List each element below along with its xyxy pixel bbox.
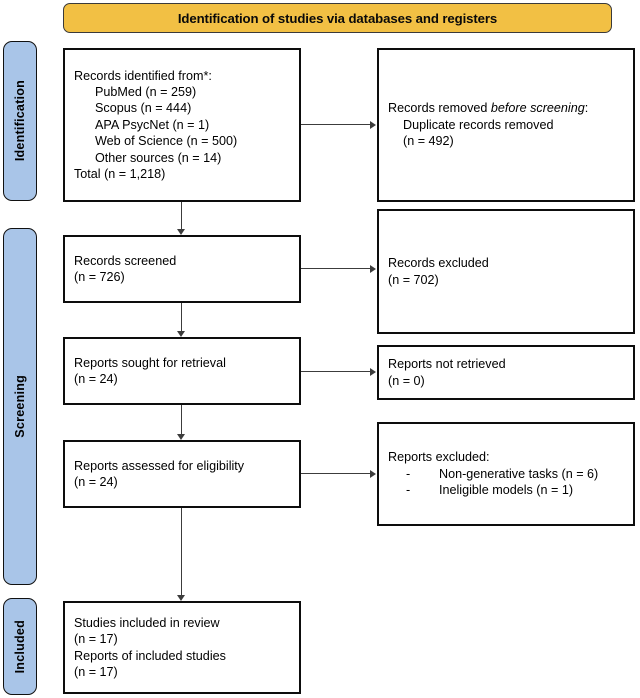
stage-label-identification-text: Identification (13, 80, 27, 162)
arrowhead-right-icon (370, 265, 376, 273)
records-excluded-count: (n = 702) (388, 272, 439, 287)
box-reports-not-retrieved: Reports not retrieved (n = 0) (377, 345, 635, 400)
bullet-dash-icon: - (406, 466, 411, 481)
stage-label-identification: Identification (3, 41, 37, 201)
records-removed-heading: Records removed before screening: (388, 100, 624, 116)
arrowhead-down-icon (177, 434, 185, 440)
connector-identified-to-removed (301, 124, 371, 126)
reports-excluded-reason-row: - Non-generative tasks (n = 6) (388, 466, 624, 482)
diagram-header-banner: Identification of studies via databases … (63, 3, 612, 33)
bullet-dash-icon: - (406, 483, 411, 498)
reports-excluded-reason-1: Non-generative tasks (n = 6) (439, 466, 599, 481)
box-records-screened: Records screened (n = 726) (63, 235, 301, 303)
reports-not-retrieved-label: Reports not retrieved (388, 357, 506, 372)
reports-sought-label: Reports sought for retrieval (74, 355, 226, 370)
records-removed-heading-suffix: : (584, 101, 589, 116)
records-removed-heading-italic: before screening (490, 101, 585, 116)
arrowhead-down-icon (177, 595, 185, 601)
connector-sought-to-assessed (181, 405, 183, 435)
box-records-identified: Records identified from*: PubMed (n = 25… (63, 48, 301, 202)
arrowhead-right-icon (370, 368, 376, 376)
stage-label-included: Included (3, 598, 37, 695)
reports-excluded-reason-2: Ineligible models (n = 1) (439, 483, 574, 498)
arrowhead-right-icon (370, 121, 376, 129)
reports-assessed-label: Reports assessed for eligibility (74, 458, 245, 473)
source-pubmed: PubMed (n = 259) (95, 84, 197, 99)
reports-excluded-reason-row: - Ineligible models (n = 1) (388, 482, 624, 498)
box-records-excluded: Records excluded (n = 702) (377, 209, 635, 334)
reports-assessed-count: (n = 24) (74, 475, 118, 489)
arrowhead-down-icon (177, 331, 185, 337)
stage-label-screening-text: Screening (13, 375, 27, 438)
reports-included-count: (n = 17) (74, 664, 118, 679)
box-reports-excluded: Reports excluded: - Non-generative tasks… (377, 422, 635, 526)
box-reports-sought: Reports sought for retrieval (n = 24) (63, 337, 301, 405)
source-web-of-science: Web of Science (n = 500) (95, 134, 238, 149)
source-other: Other sources (n = 14) (95, 150, 222, 165)
arrowhead-down-icon (177, 229, 185, 235)
box-reports-assessed: Reports assessed for eligibility (n = 24… (63, 440, 301, 508)
records-identified-heading: Records identified from*: (74, 68, 212, 83)
source-apa-psycnet: APA PsycNet (n = 1) (95, 117, 210, 132)
box-studies-included: Studies included in review (n = 17) Repo… (63, 601, 301, 694)
records-screened-label: Records screened (74, 253, 177, 268)
reports-included-label: Reports of included studies (74, 648, 226, 663)
connector-identified-to-screened (181, 202, 183, 230)
records-removed-heading-prefix: Records removed (388, 101, 491, 116)
connector-screened-to-sought (181, 303, 183, 332)
stage-label-included-text: Included (13, 619, 27, 674)
connector-sought-to-not-retrieved (301, 371, 371, 373)
reports-excluded-heading: Reports excluded: (388, 450, 490, 465)
studies-included-label: Studies included in review (74, 615, 220, 630)
records-removed-detail: Duplicate records removed (403, 117, 554, 132)
reports-not-retrieved-count: (n = 0) (388, 373, 425, 388)
connector-screened-to-excluded (301, 268, 371, 270)
reports-sought-count: (n = 24) (74, 372, 118, 386)
diagram-title: Identification of studies via databases … (177, 10, 498, 26)
records-excluded-label: Records excluded (388, 256, 489, 271)
stage-label-screening: Screening (3, 228, 37, 585)
box-records-removed: Records removed before screening: Duplic… (377, 48, 635, 202)
arrowhead-right-icon (370, 470, 376, 478)
connector-assessed-to-included (181, 508, 183, 596)
connector-assessed-to-reports-excluded (301, 473, 371, 475)
studies-included-count: (n = 17) (74, 632, 118, 647)
records-screened-count: (n = 726) (74, 270, 125, 284)
records-identified-total: Total (n = 1,218) (74, 167, 166, 182)
source-scopus: Scopus (n = 444) (95, 101, 192, 116)
records-removed-count: (n = 492) (403, 134, 454, 149)
